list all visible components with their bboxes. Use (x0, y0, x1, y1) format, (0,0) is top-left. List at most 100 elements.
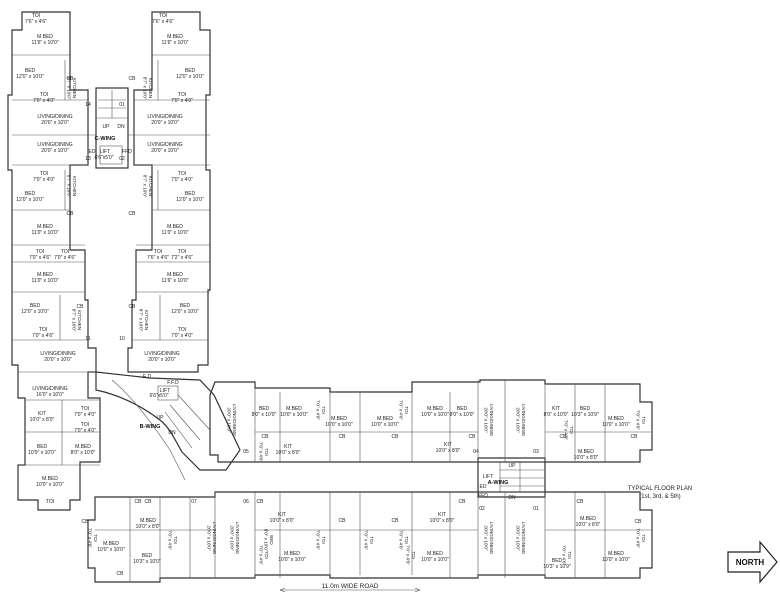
room-dimension: 10'0" x 10'0" (325, 422, 353, 428)
plan-tag: CB (129, 211, 137, 217)
room-dimension: 10'0" x 10'0" (97, 547, 125, 553)
room-name: M.BED (140, 518, 156, 524)
room-name: LIVING/DINING (235, 522, 240, 555)
room-dimension: 7'0" x 4'0" (171, 98, 193, 104)
plan-tag: UP (509, 463, 517, 469)
room-name: TOI (32, 13, 40, 19)
room-name: CB (135, 499, 143, 505)
plan-tag: CB (459, 499, 467, 505)
room-dimension: 12'0" x 10'0" (176, 197, 204, 203)
room-dimension: 10'0" x 10'0" (371, 422, 399, 428)
room-name: KITCHEN (144, 310, 149, 330)
room-dimension: 7'0" x 4'6" (406, 545, 411, 565)
room-dimension: 7'0" x 4'0" (171, 177, 193, 183)
room-name: M.BED (37, 272, 53, 278)
plan-tag: CB (257, 499, 265, 505)
room-name: KIT (284, 444, 292, 450)
north-label: NORTH (736, 558, 765, 567)
room-dimension: 10'0" x 8'0" (136, 524, 161, 530)
plan-tag: 06 (243, 499, 249, 505)
room-dimension: 8'0" x 10'0" (264, 529, 269, 552)
road-label: 11.0m WIDE ROAD (322, 583, 379, 590)
room-dimension: 10'3" x 10'0" (133, 559, 161, 565)
room-name: TOI (641, 416, 646, 424)
room-dimension: 11'0" x 10'0" (31, 230, 58, 236)
room-dimension: 20'0" x 10'0" (148, 357, 176, 363)
room-name: KIT (438, 512, 446, 518)
room-name: LIVING/DINING (212, 522, 217, 555)
plan-tag: 02 (479, 506, 485, 512)
room-dimension: 12'0" x 10'0" (171, 309, 199, 315)
plan-tag: CB (117, 571, 125, 577)
room-name: LIVING/DINING (147, 142, 182, 148)
room-dimension: 8'7" x 10'0" (67, 175, 72, 198)
plan-tag: CB (67, 211, 75, 217)
room-dimension: 8'7" x 10'0" (143, 175, 148, 198)
room-name: LIVING/DINING (489, 522, 494, 555)
room-dimension: 10'0" x 8'0" (30, 417, 55, 423)
room-name: TOI (93, 534, 98, 542)
room-name: M.BED (37, 224, 53, 230)
room-name: BED (580, 406, 591, 412)
room-name: TOI (641, 534, 646, 542)
room-dimension: 12'0" x 10'0" (21, 309, 49, 315)
plan-tag: DN (117, 124, 125, 130)
room-dimension: 10'0" x 10'0" (278, 557, 306, 563)
room-dimension: 10'3" x 10'9" (543, 564, 571, 570)
plan-tag: CB (469, 434, 477, 440)
wing-label: A-WING (488, 480, 509, 486)
room-name: M.BED (578, 449, 594, 455)
room-name: M.BED (167, 224, 183, 230)
room-name: KITCHEN (72, 78, 77, 98)
plan-tag: CB (67, 76, 75, 82)
wing-label: C-WING (95, 136, 116, 142)
room-name: BED (457, 406, 468, 412)
room-name: TOI (178, 171, 186, 177)
room-name: TOI (81, 406, 89, 412)
room-name: TOI (61, 249, 69, 255)
room-name: KIT (444, 442, 452, 448)
plan-tag: CB (392, 434, 400, 440)
room-name: LIVING/DINING (521, 404, 526, 437)
room-dimension: 20'0" x 10'0" (484, 525, 489, 551)
room-dimension: 12'0" x 10'0" (16, 197, 44, 203)
room-dimension: 7'0" x 4'6" (54, 255, 76, 261)
room-name: LIVING/DINING (232, 404, 237, 437)
room-dimension: 20'0" x 10'0" (41, 148, 69, 154)
room-name: LIVING/DINING (40, 351, 75, 357)
room-dimension: 7'0" x 4'0" (564, 420, 569, 440)
room-name: TOI (264, 551, 269, 559)
room-name: BED (552, 558, 563, 564)
